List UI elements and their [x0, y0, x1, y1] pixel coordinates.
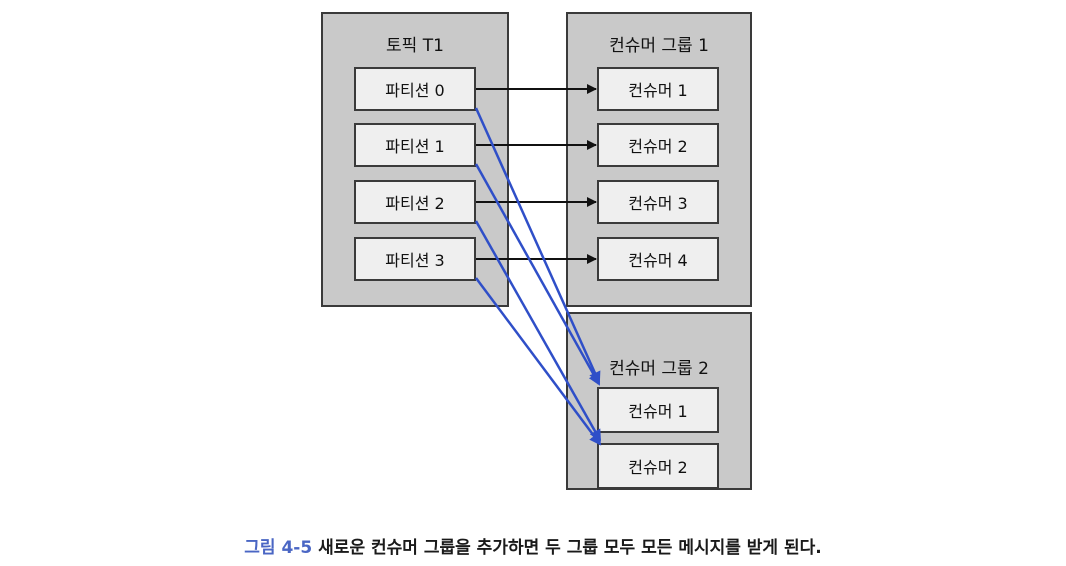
group2-consumer-1: 컨슈머 1: [597, 387, 719, 433]
arrow-p2-g2c2: [474, 220, 602, 442]
group1-consumer-2: 컨슈머 2: [597, 123, 719, 167]
group2-consumer-2: 컨슈머 2: [597, 443, 719, 489]
arrow-p1-g2c1: [474, 163, 601, 386]
partition-2: 파티션 2: [354, 180, 476, 224]
partition-1: 파티션 1: [354, 123, 476, 167]
group1-consumer-3: 컨슈머 3: [597, 180, 719, 224]
partition-0: 파티션 0: [354, 67, 476, 111]
topic-title: 토픽 T1: [386, 36, 444, 56]
consumer-group-1-title: 컨슈머 그룹 1: [609, 36, 709, 56]
partition-3: 파티션 3: [354, 237, 476, 281]
consumer-group-2-title: 컨슈머 그룹 2: [609, 359, 709, 379]
group1-consumer-4: 컨슈머 4: [597, 237, 719, 281]
arrow-p0-g2c1: [474, 107, 601, 384]
figure-caption-text: 새로운 컨슈머 그룹을 추가하면 두 그룹 모두 모든 메시지를 받게 된다.: [318, 538, 822, 558]
arrow-p3-g2c2: [474, 277, 602, 446]
group1-consumer-1: 컨슈머 1: [597, 67, 719, 111]
figure-number: 그림 4-5: [244, 538, 313, 558]
